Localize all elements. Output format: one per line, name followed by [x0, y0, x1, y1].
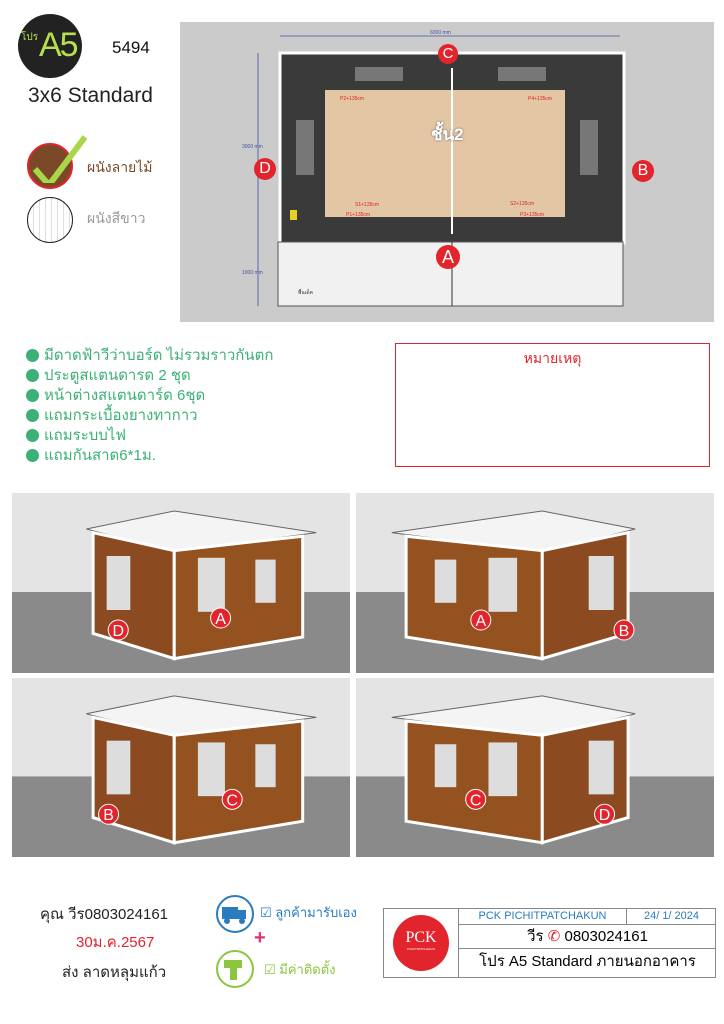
- side-marker: [465, 788, 487, 810]
- feature-item: แถมกันสาด6*1ม.: [26, 446, 156, 465]
- pickup-option: ☑ ลูกค้ามารับเอง: [260, 905, 357, 920]
- outlet-label: P1+135cm: [346, 212, 371, 218]
- delivery-location: ส่ง ลาดหลุมแก้ว: [62, 964, 167, 981]
- feature-item: มีดาดฟ้าวีว่าบอร์ด ไม่รวมราวกันตก: [26, 346, 273, 365]
- company-card: PCK PICHITPATCHAKUN PCK PICHITPATCHAKUN …: [383, 908, 716, 978]
- outlet-label: P2+135cm: [340, 96, 365, 102]
- outlet-label: P4+135cm: [528, 96, 553, 102]
- side-marker-label: B: [619, 623, 630, 640]
- truck-icon: [216, 895, 254, 933]
- floor-plan: 6000 mm 3000 mm 1000 mm ชั้น2 P2+135cm P…: [180, 22, 714, 322]
- side-marker: [613, 619, 635, 641]
- depth-dimension: 3000 mm: [242, 144, 263, 150]
- side-marker: [98, 803, 120, 825]
- feature-item: แถมระบบไฟ: [26, 426, 126, 445]
- promo-prefix: โปร: [21, 32, 39, 43]
- feature-item: หน้าต่างสแตนดาร์ด 6ชุด: [26, 386, 205, 405]
- card-title: โปร A5 Standard ภายนอกอาคาร: [479, 953, 696, 970]
- side-marker-c: C: [438, 44, 458, 64]
- model-label: A5: [39, 26, 79, 64]
- side-marker: [470, 609, 492, 631]
- feature-item: แถมกระเบื้องยางทากาว: [26, 406, 198, 425]
- size-label: 3x6 Standard: [28, 84, 153, 107]
- company-name: PCK PICHITPATCHAKUN: [459, 909, 627, 924]
- card-date: 24/ 1/ 2024: [643, 910, 700, 922]
- wood-wall-label: ผนังลายไม้: [87, 159, 153, 175]
- promo-badge: โปร A5: [18, 14, 82, 78]
- remark-title: หมายเหตุ: [523, 350, 582, 366]
- plus-icon: +: [254, 927, 266, 949]
- remark-box: หมายเหตุ: [395, 343, 710, 467]
- side-marker-label: D: [112, 623, 124, 640]
- width-dimension: 6000 mm: [430, 30, 451, 36]
- install-option: ☑ มีค่าติดตั้ง: [264, 962, 336, 977]
- side-marker-b: B: [632, 160, 654, 182]
- side-marker-label: C: [226, 792, 238, 809]
- wood-wall-option[interactable]: [27, 135, 88, 189]
- delivery-date: 30ม.ค.2567: [76, 934, 155, 951]
- phone-icon: ✆: [547, 928, 561, 945]
- side-marker: [594, 803, 616, 825]
- customer-name: คุณ วีร0803024161: [40, 906, 169, 923]
- deck-label: พื้นเด็ค: [298, 290, 314, 296]
- side-marker-label: A: [215, 611, 226, 628]
- feature-item: ประตูสแตนดารด 2 ชุด: [26, 366, 191, 385]
- side-marker: [221, 788, 243, 810]
- outlet-label: S1+135cm: [355, 202, 380, 208]
- product-code: 5494: [112, 38, 150, 57]
- drill-icon: [216, 950, 254, 988]
- company-logo: PCK PICHITPATCHAKUN: [393, 915, 449, 971]
- side-marker-label: C: [470, 792, 482, 809]
- outlet-label: P3+135cm: [520, 212, 545, 218]
- check-icon: [32, 135, 88, 183]
- company-phone: วีร ✆ 0803024161: [459, 925, 716, 949]
- side-marker: [210, 607, 232, 629]
- outlet-label: S2+135cm: [510, 201, 535, 207]
- white-wall-option[interactable]: [27, 197, 73, 243]
- white-wall-label: ผนังสีขาว: [87, 210, 146, 226]
- side-marker-label: D: [599, 807, 611, 824]
- deck-dimension: 1000 mm: [242, 270, 263, 276]
- side-marker-d: D: [254, 158, 276, 180]
- side-marker-label: A: [475, 613, 486, 630]
- side-marker: [107, 619, 129, 641]
- side-marker-a: A: [436, 245, 460, 269]
- floor-label: ชั้น2: [431, 125, 464, 144]
- side-marker-label: B: [103, 807, 114, 824]
